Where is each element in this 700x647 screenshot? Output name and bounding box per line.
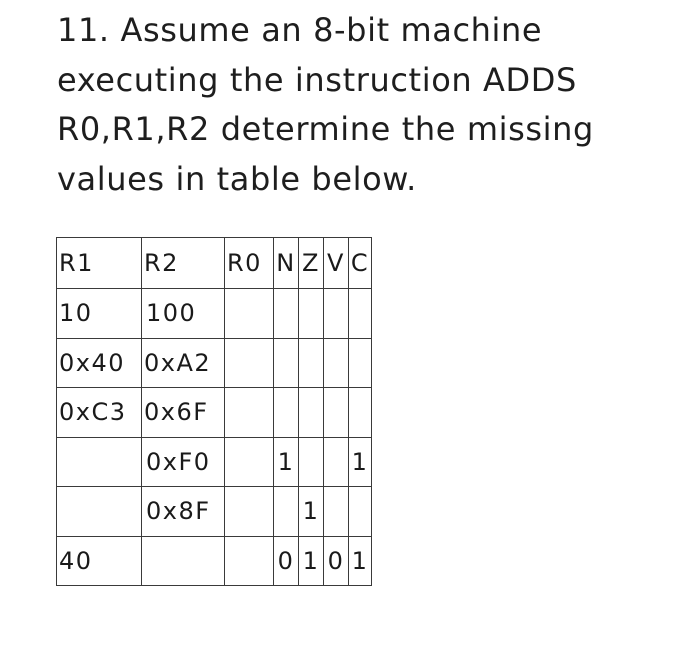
cell-c: 1 (348, 436, 372, 487)
cell-n (273, 387, 299, 438)
header-r0: R0 (224, 237, 274, 289)
cell-n (273, 486, 299, 537)
table-row: 0x8F 1 (56, 486, 372, 537)
cell-v: 0 (323, 535, 349, 586)
cell-v (323, 486, 349, 537)
cell-r1 (56, 486, 142, 537)
cell-r1: 10 (56, 288, 142, 339)
header-r2: R2 (141, 237, 225, 289)
cell-r2: 0x8F (141, 486, 225, 537)
cell-z: 1 (298, 535, 324, 586)
cell-r1: 0x40 (56, 337, 142, 388)
header-c: C (348, 237, 372, 289)
table-row: 0x40 0xA2 (56, 337, 372, 388)
cell-r1: 40 (56, 535, 142, 586)
cell-r2: 0x6F (141, 387, 225, 438)
cell-r1 (56, 436, 142, 487)
cell-r0 (224, 387, 274, 438)
question-text: 11. Assume an 8-bit machine executing th… (57, 11, 594, 198)
cell-c (348, 288, 372, 339)
cell-r1: 0xC3 (56, 387, 142, 438)
table-row: 10 100 (56, 288, 372, 339)
cell-z (298, 337, 324, 388)
cell-r2: 0xF0 (141, 436, 225, 487)
cell-r2: 100 (141, 288, 225, 339)
cell-r0 (224, 337, 274, 388)
header-r1: R1 (56, 237, 142, 289)
cell-z (298, 436, 324, 487)
header-n: N (273, 237, 299, 289)
cell-z (298, 288, 324, 339)
cell-v (323, 436, 349, 487)
cell-n: 1 (273, 436, 299, 487)
cell-r2: 0xA2 (141, 337, 225, 388)
cell-n: 0 (273, 535, 299, 586)
cell-c (348, 486, 372, 537)
register-table: R1 R2 R0 N Z V C 10 100 0x40 0xA2 0xC3 0… (56, 237, 372, 586)
cell-r0 (224, 535, 274, 586)
cell-r2 (141, 535, 225, 586)
cell-c (348, 387, 372, 438)
table-header-row: R1 R2 R0 N Z V C (56, 237, 372, 289)
cell-r0 (224, 436, 274, 487)
cell-n (273, 288, 299, 339)
cell-v (323, 387, 349, 438)
table-row: 0xF0 1 1 (56, 436, 372, 487)
cell-z (298, 387, 324, 438)
header-z: Z (298, 237, 324, 289)
cell-c (348, 337, 372, 388)
cell-z: 1 (298, 486, 324, 537)
cell-r0 (224, 486, 274, 537)
cell-n (273, 337, 299, 388)
cell-c: 1 (348, 535, 372, 586)
cell-v (323, 337, 349, 388)
header-v: V (323, 237, 349, 289)
cell-r0 (224, 288, 274, 339)
cell-v (323, 288, 349, 339)
table-row: 0xC3 0x6F (56, 387, 372, 438)
table-row: 40 0 1 0 1 (56, 535, 372, 586)
